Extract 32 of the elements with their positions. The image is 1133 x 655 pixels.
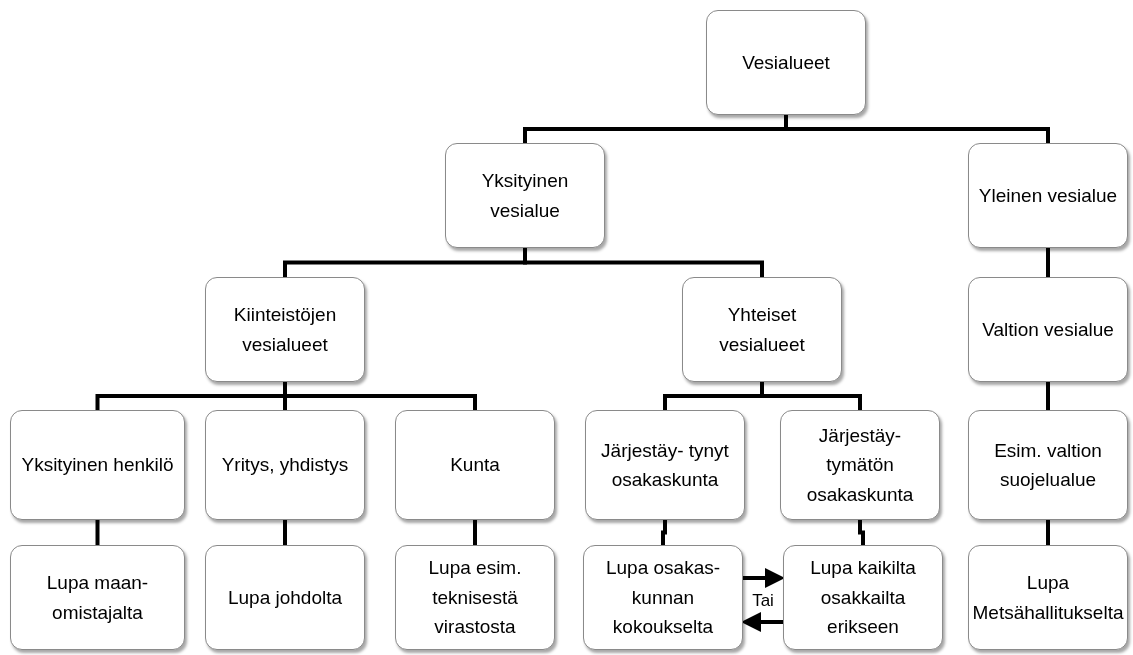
rounded-box: Järjestäy- tymätön osakaskunta [780,410,940,520]
rounded-box: Kiinteistöjen vesialueet [205,277,365,382]
connector-line [283,520,287,545]
rounded-box: Lupa johdolta [205,545,365,650]
edge-label: Tai [750,591,776,609]
connector-line [784,115,1050,143]
connector-line [661,520,667,545]
rounded-box: Kunta [395,410,555,520]
arrow [743,568,785,588]
connector-line [473,520,477,545]
rounded-box: Lupa esim. teknisestä virastosta [395,545,555,650]
rounded-box: Valtion vesialue [968,277,1128,382]
rounded-box: Yksityinen vesialue [445,143,605,248]
connector-line [1046,520,1050,545]
arrow [741,612,783,632]
rounded-box: Yksityinen henkilö [10,410,185,520]
rounded-box: Esim. valtion suojelualue [968,410,1128,520]
rounded-box: Lupa maan- omistajalta [10,545,185,650]
connector-line [523,248,764,277]
rounded-box: Yritys, yhdistys [205,410,365,520]
rounded-box: Lupa osakas- kunnan kokoukselta [583,545,743,650]
rounded-box: Järjestäy- tynyt osakaskunta [585,410,745,520]
connector-line [95,520,100,545]
connector-line [858,520,865,545]
connector-line [760,382,862,410]
rounded-box: Yhteiset vesialueet [682,277,842,382]
connector-line [1046,248,1050,277]
rounded-box: Lupa Metsähallitukselta [968,545,1128,650]
rounded-box: Yleinen vesialue [968,143,1128,248]
rounded-box: Vesialueet [706,10,866,115]
connector-line [1046,382,1050,410]
rounded-box: Lupa kaikilta osakkailta erikseen [783,545,943,650]
